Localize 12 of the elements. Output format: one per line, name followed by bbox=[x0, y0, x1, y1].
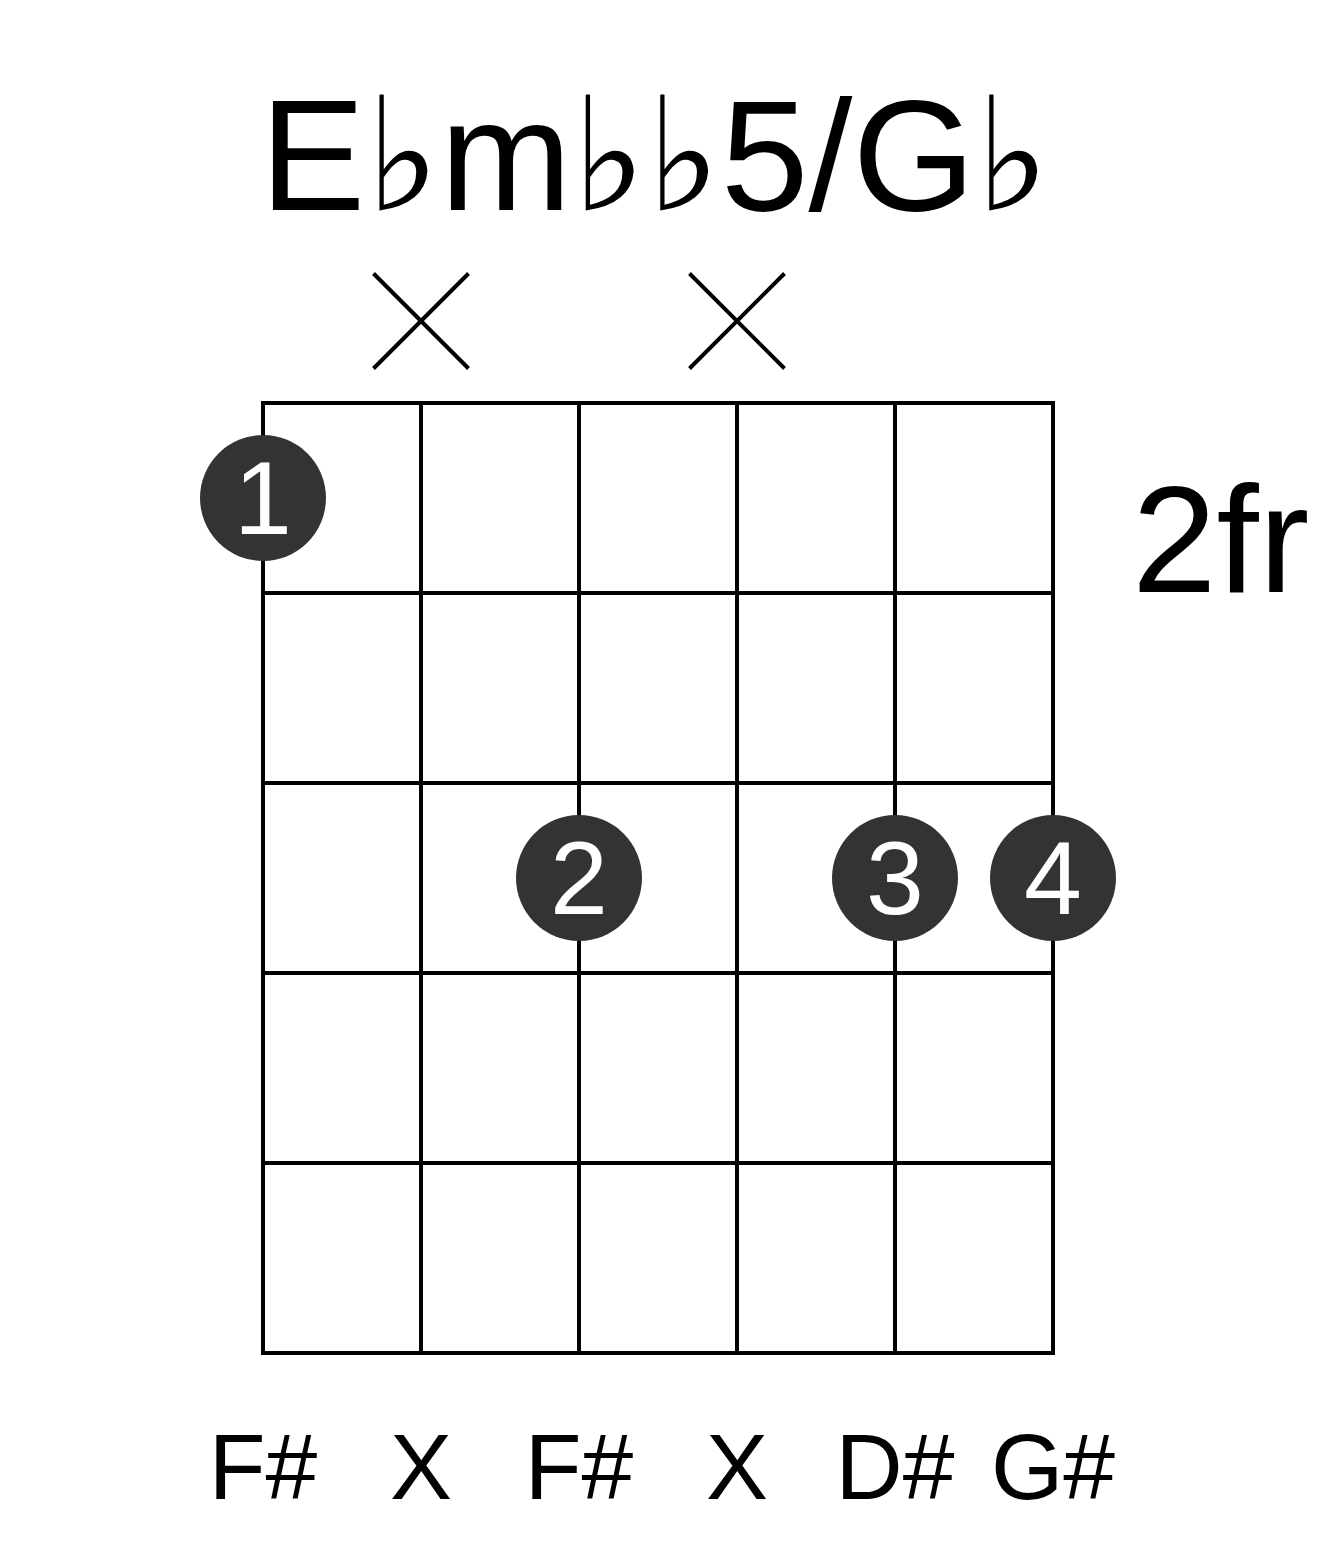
finger-dot: 4 bbox=[990, 815, 1116, 941]
string-note-label: G# bbox=[990, 1421, 1116, 1514]
finger-dot: 2 bbox=[516, 815, 642, 941]
string-note-label: X bbox=[706, 1421, 768, 1514]
string-note-label: F# bbox=[524, 1421, 634, 1514]
finger-dot: 3 bbox=[832, 815, 958, 941]
string-note-label: F# bbox=[208, 1421, 318, 1514]
string-note-label: D# bbox=[835, 1421, 955, 1514]
chord-title: E♭m♭♭5/G♭ bbox=[260, 76, 1050, 234]
finger-dot: 1 bbox=[200, 435, 326, 561]
string-note-label: X bbox=[390, 1421, 452, 1514]
fret-position-label: 2fr bbox=[1132, 463, 1310, 615]
